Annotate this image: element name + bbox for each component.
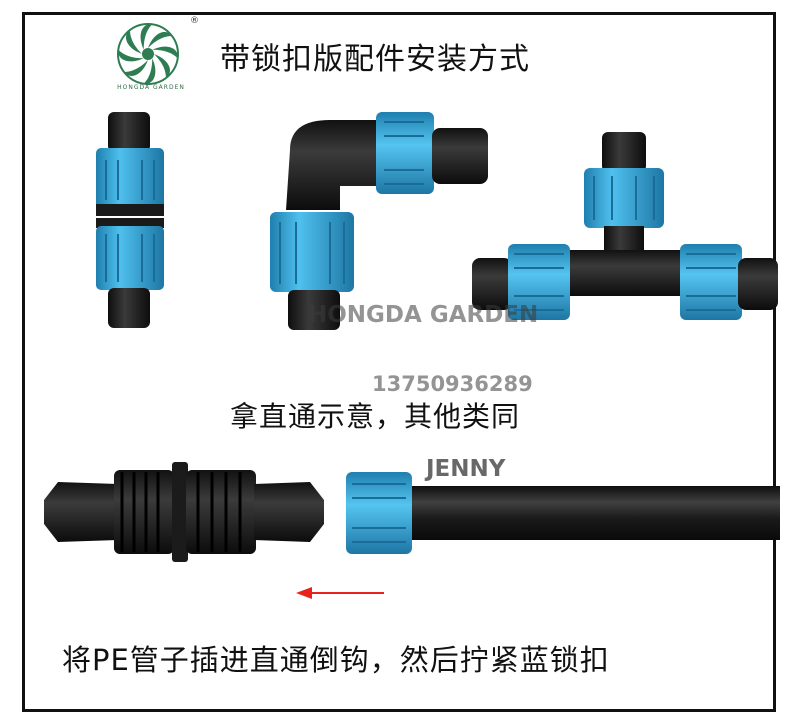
watermark-name: JENNY [426,456,506,482]
tee-connector [472,132,778,320]
hongda-logo-icon [117,23,179,85]
straight-coupling [96,112,164,328]
registered-mark-icon: ® [190,16,199,26]
watermark-brand: HONGDA GARDEN [308,302,539,328]
arrow-left-icon [296,587,384,599]
logo-text: HONGDA GARDEN [117,84,185,91]
elbow-connector [270,112,488,330]
barbed-coupling [44,462,324,562]
pe-pipe-with-nut [346,472,780,554]
page-title: 带锁扣版配件安装方式 [220,42,530,77]
caption-bottom: 将PE管子插进直通倒钩，然后拧紧蓝锁扣 [62,643,610,677]
caption-middle: 拿直通示意，其他类同 [230,400,521,433]
watermark-phone: 13750936289 [372,372,533,396]
